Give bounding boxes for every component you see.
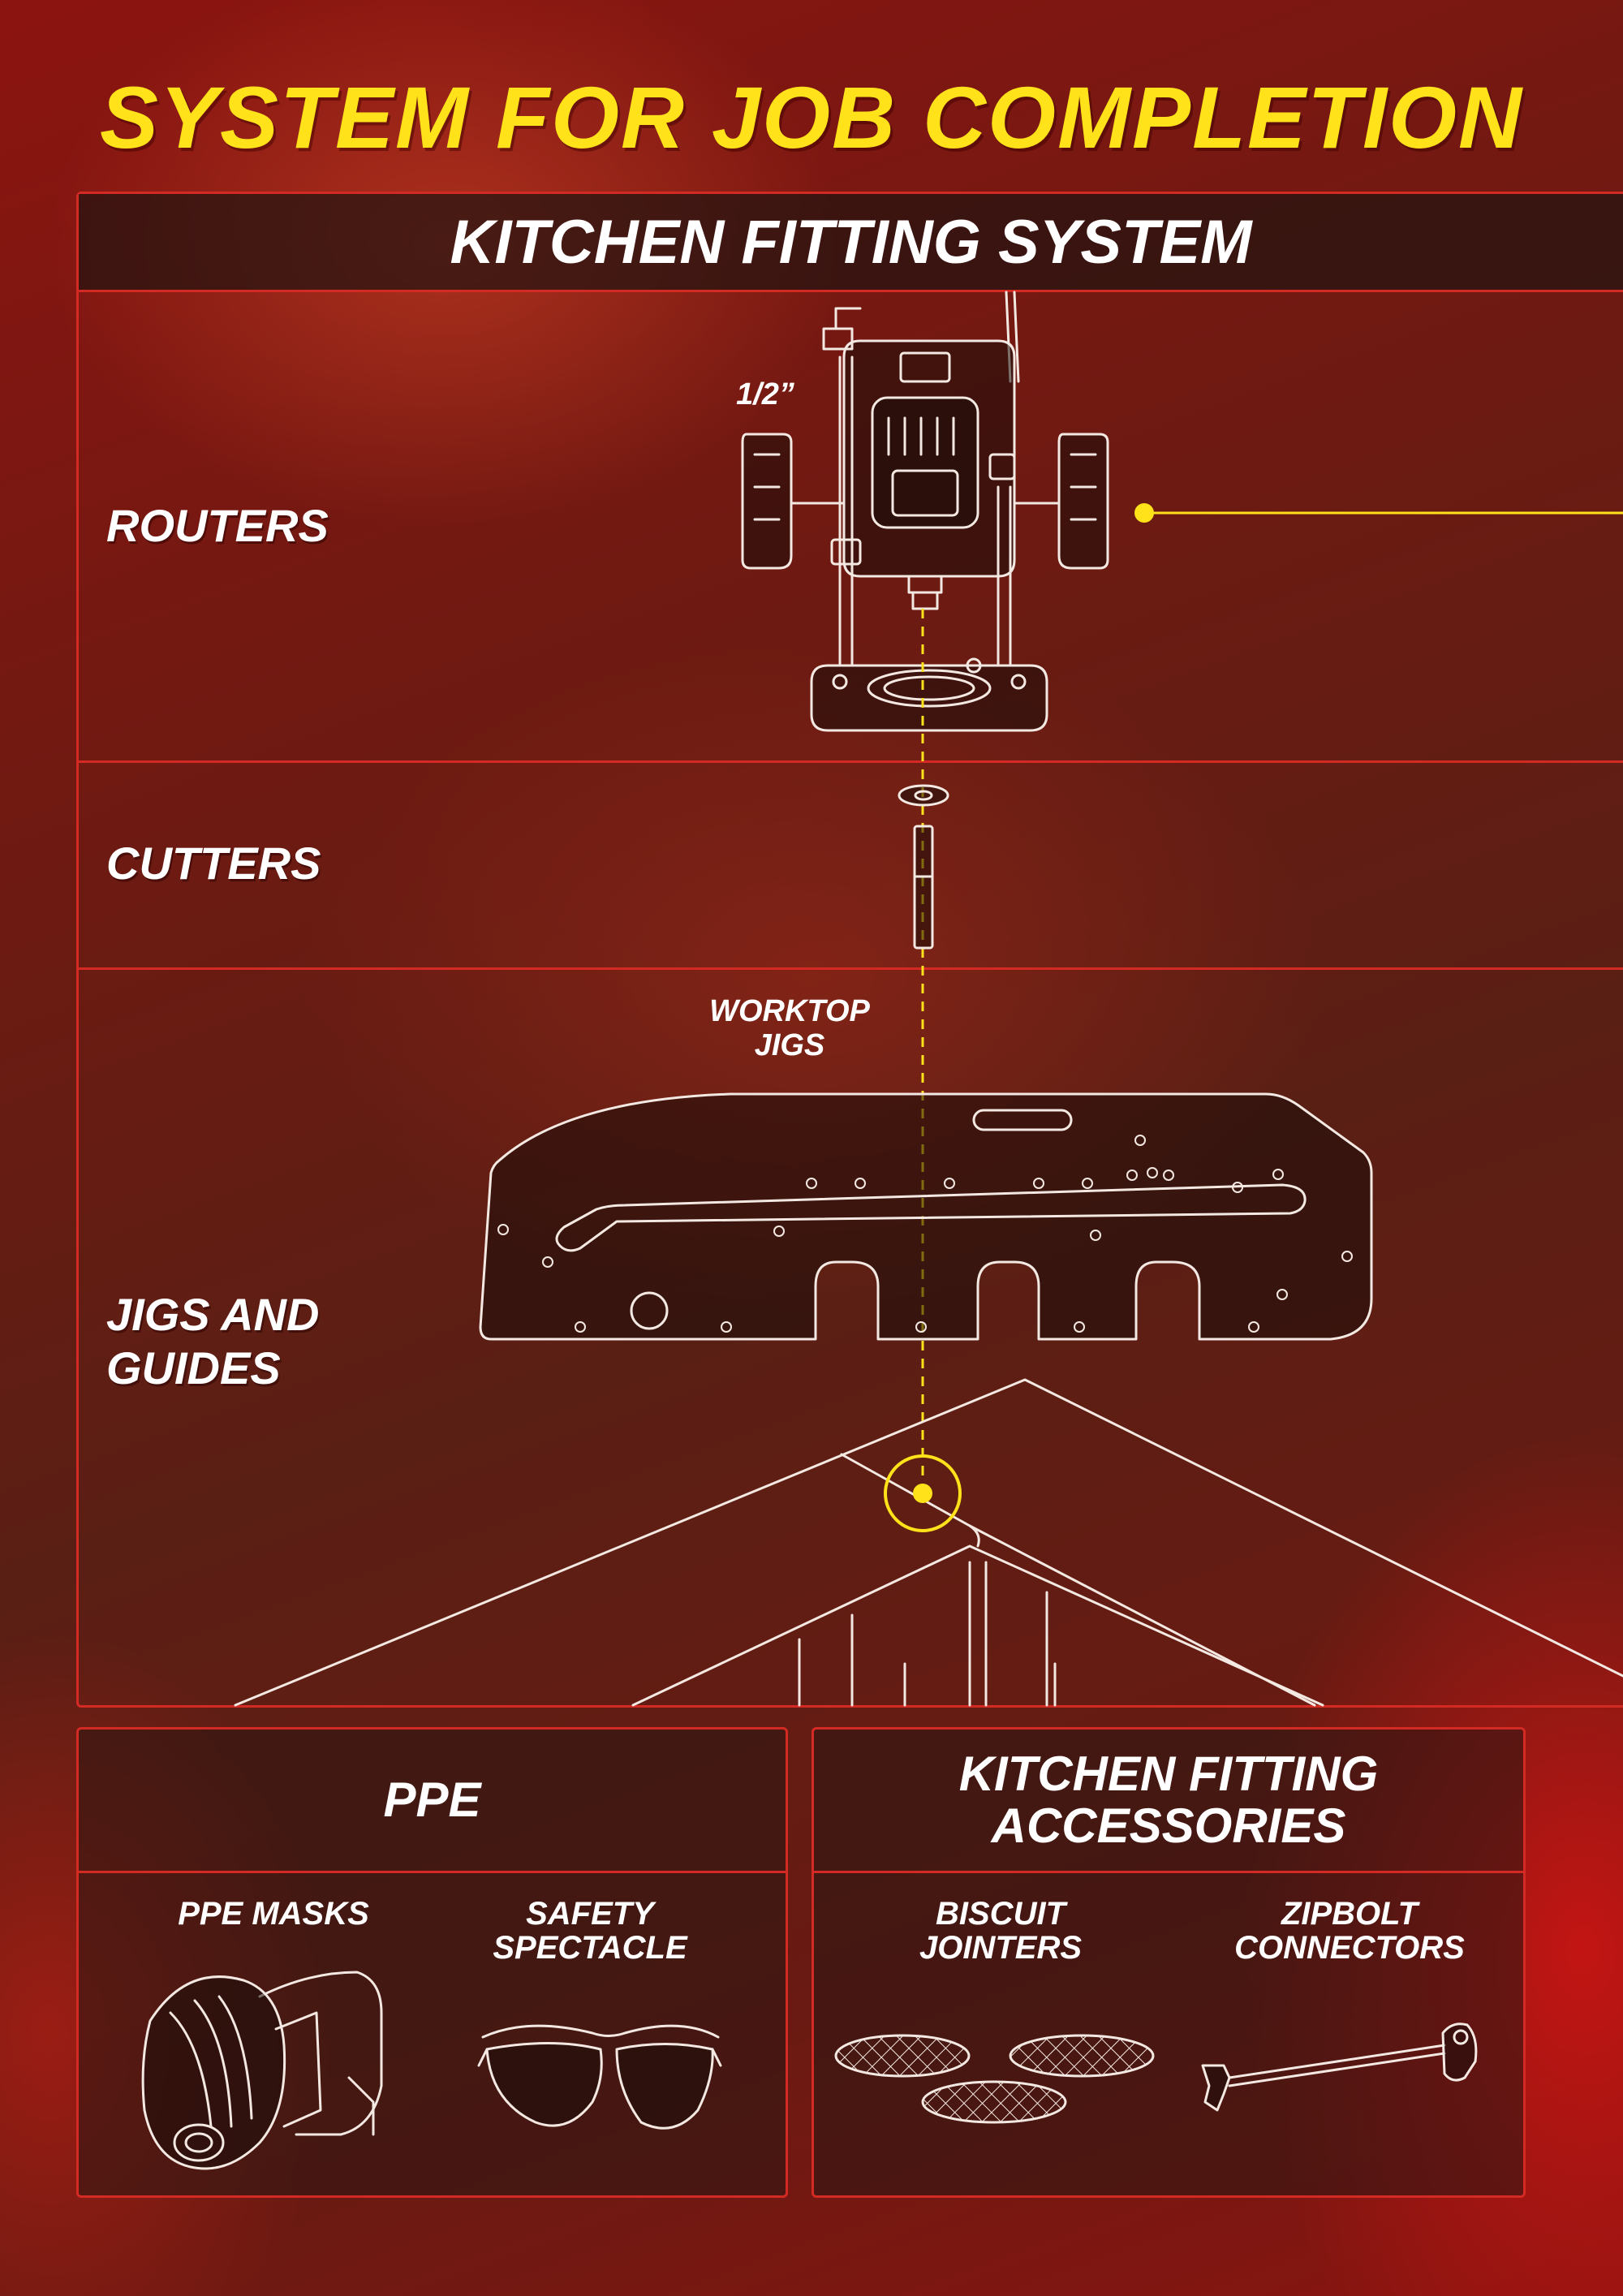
biscuit-jointers-label: BISCUIT JOINTERS <box>919 1896 1083 1966</box>
router-size-label: 1/2” <box>736 377 794 411</box>
safety-spectacle-label: SAFETY SPECTACLE <box>493 1896 687 1966</box>
ppe-title: PPE <box>79 1730 786 1873</box>
worktop-jigs-label: WORKTOP JIGS <box>709 994 870 1062</box>
zipbolt-connectors-label: ZIPBOLT CONNECTORS <box>1234 1896 1465 1966</box>
row-label-routers: ROUTERS <box>106 500 329 551</box>
row-label-cutters: CUTTERS <box>106 838 321 889</box>
row-label-jigs-and-guides: JIGS AND GUIDES <box>106 1289 320 1394</box>
row-divider <box>79 760 1623 763</box>
row-divider <box>79 967 1623 970</box>
page-headline: SYSTEM FOR JOB COMPLETION <box>99 68 1524 166</box>
kitchen-fitting-system-panel: KITCHEN FITTING SYSTEM ROUTERS CUTTERS J… <box>76 192 1623 1708</box>
accessories-title: KITCHEN FITTING ACCESSORIES <box>814 1730 1523 1873</box>
panel-title: KITCHEN FITTING SYSTEM <box>79 194 1623 292</box>
ppe-masks-label: PPE MASKS <box>178 1896 369 1932</box>
accessories-panel: KITCHEN FITTING ACCESSORIES BISCUIT JOIN… <box>812 1727 1526 2198</box>
